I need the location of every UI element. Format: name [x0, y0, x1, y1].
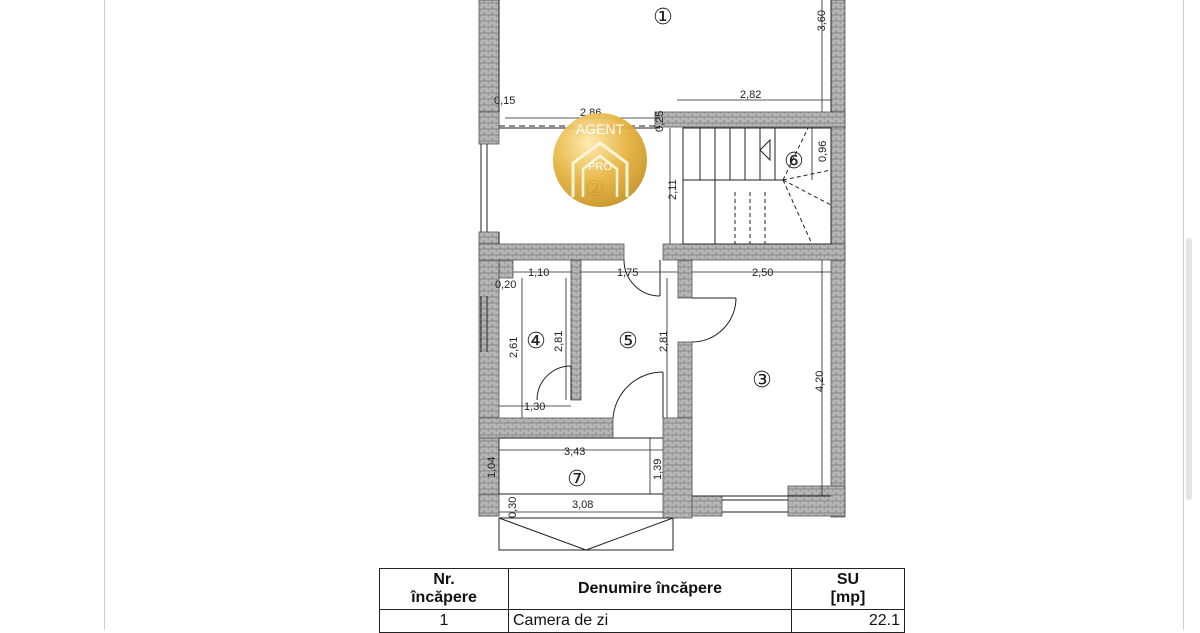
header-denumire-text: Denumire încăpere — [577, 580, 723, 597]
dim-label: 1,30 — [524, 401, 545, 413]
wall-room7-right — [662, 417, 693, 519]
dim-label: 1,39 — [652, 459, 664, 480]
house-icon — [571, 141, 629, 197]
wall-stub-4 — [498, 259, 514, 279]
room-number-3: ③ — [752, 368, 772, 393]
walls — [478, 0, 846, 519]
header-denumire: Denumire încăpere — [508, 568, 792, 610]
header-nr-line1: Nr. — [433, 571, 455, 588]
logo-text-agent: AGENT — [575, 121, 625, 137]
wall-room5-3-upper — [677, 259, 693, 299]
wall-left-corner — [478, 111, 500, 145]
wall-right-lower — [830, 126, 846, 518]
room-number-5: ⑤ — [618, 329, 638, 354]
dim-label: 2,61 — [508, 337, 520, 358]
dim-label: 1,75 — [617, 267, 638, 279]
wall-room4-bottom — [478, 417, 614, 439]
header-nr: Nr. încăpere — [379, 568, 509, 610]
document-page — [104, 0, 1184, 630]
wall-room3-bottom-right — [787, 485, 846, 517]
scrollbar[interactable] — [1186, 238, 1192, 500]
wall-room7-left — [478, 493, 500, 517]
dim-label: 2,81 — [658, 331, 670, 352]
dim-label: 2,50 — [752, 267, 773, 279]
logo-text-pro: PRO — [588, 161, 612, 173]
agent-pro-logo: AGENT PRO — [553, 113, 647, 207]
cell-name: Camera de zi — [508, 609, 792, 633]
dimension-labels: 3,60 0,15 2,86 0,25 2,82 2,11 0,96 1,10 … — [486, 10, 829, 518]
dim-label: 4,20 — [814, 371, 826, 392]
room-number-6: ⑥ — [784, 149, 804, 174]
header-nr-line2: încăpere — [411, 589, 477, 606]
wall-right-upper — [830, 0, 846, 129]
dim-label: 3,08 — [572, 499, 593, 511]
wall-mid-right — [662, 243, 846, 261]
dim-label: 2,11 — [667, 179, 679, 200]
dim-label: 0,25 — [654, 111, 666, 132]
dim-label: 1,04 — [486, 457, 498, 478]
table-row: 1 Camera de zi 22.1 — [379, 609, 905, 633]
cell-nr: 1 — [379, 609, 509, 633]
wall-left-upper — [478, 0, 500, 129]
header-su-line2: [mp] — [830, 589, 866, 606]
wall-mid-left — [478, 243, 625, 261]
dim-label: 3,60 — [816, 10, 828, 31]
table-header-row: Nr. încăpere Denumire încăpere SU [mp] — [379, 568, 905, 610]
dim-label: 2,82 — [740, 89, 761, 101]
room-number-1: ① — [653, 5, 673, 30]
cell-su: 22.1 — [791, 609, 905, 633]
dim-label: 1,10 — [528, 267, 549, 279]
wall-room4-5 — [570, 259, 582, 401]
dim-label: 0,15 — [494, 95, 515, 107]
room-number-7: ⑦ — [567, 467, 587, 492]
dim-label: 2,81 — [553, 331, 565, 352]
room-number-4: ④ — [526, 329, 546, 354]
header-su-line1: SU — [836, 571, 860, 588]
rooms-table: Nr. încăpere Denumire încăpere SU [mp] 1… — [379, 568, 905, 633]
dimension-lines — [498, 0, 831, 513]
dim-label: 3,43 — [564, 446, 585, 458]
dim-label: 0,96 — [817, 141, 829, 162]
dim-label: 0,30 — [507, 497, 519, 518]
dim-label: 0,20 — [495, 279, 516, 291]
wall-stair-top — [654, 111, 846, 128]
header-su: SU [mp] — [791, 568, 905, 610]
wall-room3-bottom-left — [691, 495, 723, 517]
